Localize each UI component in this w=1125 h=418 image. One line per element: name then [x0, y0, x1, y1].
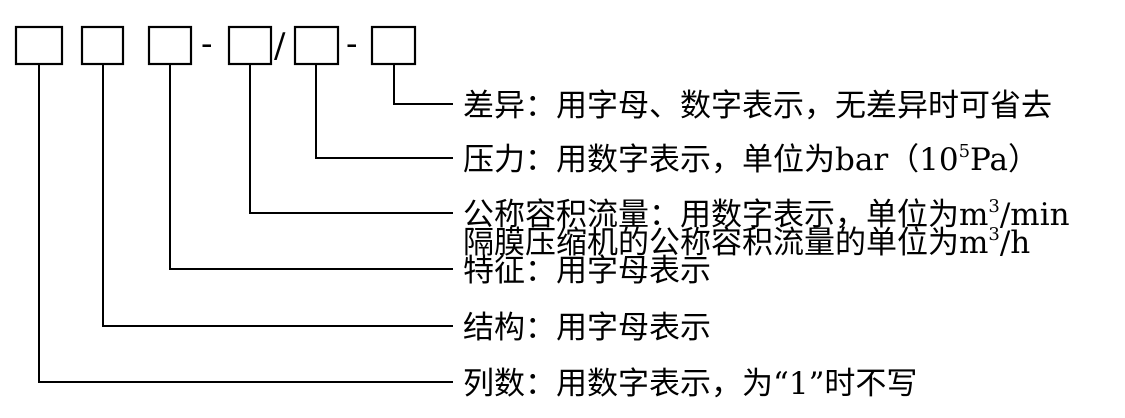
label-pressure-exponent: 5: [959, 141, 970, 162]
leader-line-feature: [169, 64, 453, 270]
label-flow-unit: /min: [1000, 197, 1070, 233]
separator-slash: /: [274, 26, 286, 66]
label-membrane-exponent: 3: [988, 224, 999, 245]
code-box-structure: [80, 25, 125, 66]
code-box-feature: [147, 25, 193, 66]
label-diff: 差异：用字母、数字表示，无差异时可省去: [463, 88, 1052, 124]
code-box-columns: [14, 25, 64, 66]
leader-line-flow: [249, 64, 453, 214]
leader-line-columns: [38, 64, 453, 383]
code-box-pressure: [293, 25, 340, 66]
code-box-flow: [227, 25, 273, 66]
code-box-diff: [370, 25, 417, 66]
label-pressure: 压力：用数字表示，单位为bar（105Pa）: [463, 141, 1039, 178]
leader-line-structure: [102, 64, 453, 327]
label-membrane-main: 隔膜压缩机的公称容积流量的单位为m: [463, 225, 988, 261]
label-feature: 特征：用字母表示: [463, 253, 711, 289]
separator-dash-2: -: [346, 24, 358, 64]
label-flow-exponent: 3: [988, 196, 999, 217]
label-flow: 公称容积流量：用数字表示，单位为m3/min: [463, 196, 1070, 233]
leader-line-diff: [393, 64, 453, 105]
label-flow-main: 公称容积流量：用数字表示，单位为m: [463, 197, 988, 233]
label-membrane: 隔膜压缩机的公称容积流量的单位为m3/h: [463, 224, 1030, 261]
leader-line-pressure: [315, 64, 453, 159]
label-columns: 列数：用数字表示，为“1”时不写: [463, 366, 917, 402]
label-membrane-unit: /h: [1000, 225, 1030, 261]
separator-dash-1: -: [201, 24, 213, 64]
label-pressure-main: 压力：用数字表示，单位为bar（10: [463, 142, 959, 178]
label-structure: 结构：用字母表示: [463, 310, 711, 346]
label-pressure-unit: Pa）: [970, 142, 1039, 178]
